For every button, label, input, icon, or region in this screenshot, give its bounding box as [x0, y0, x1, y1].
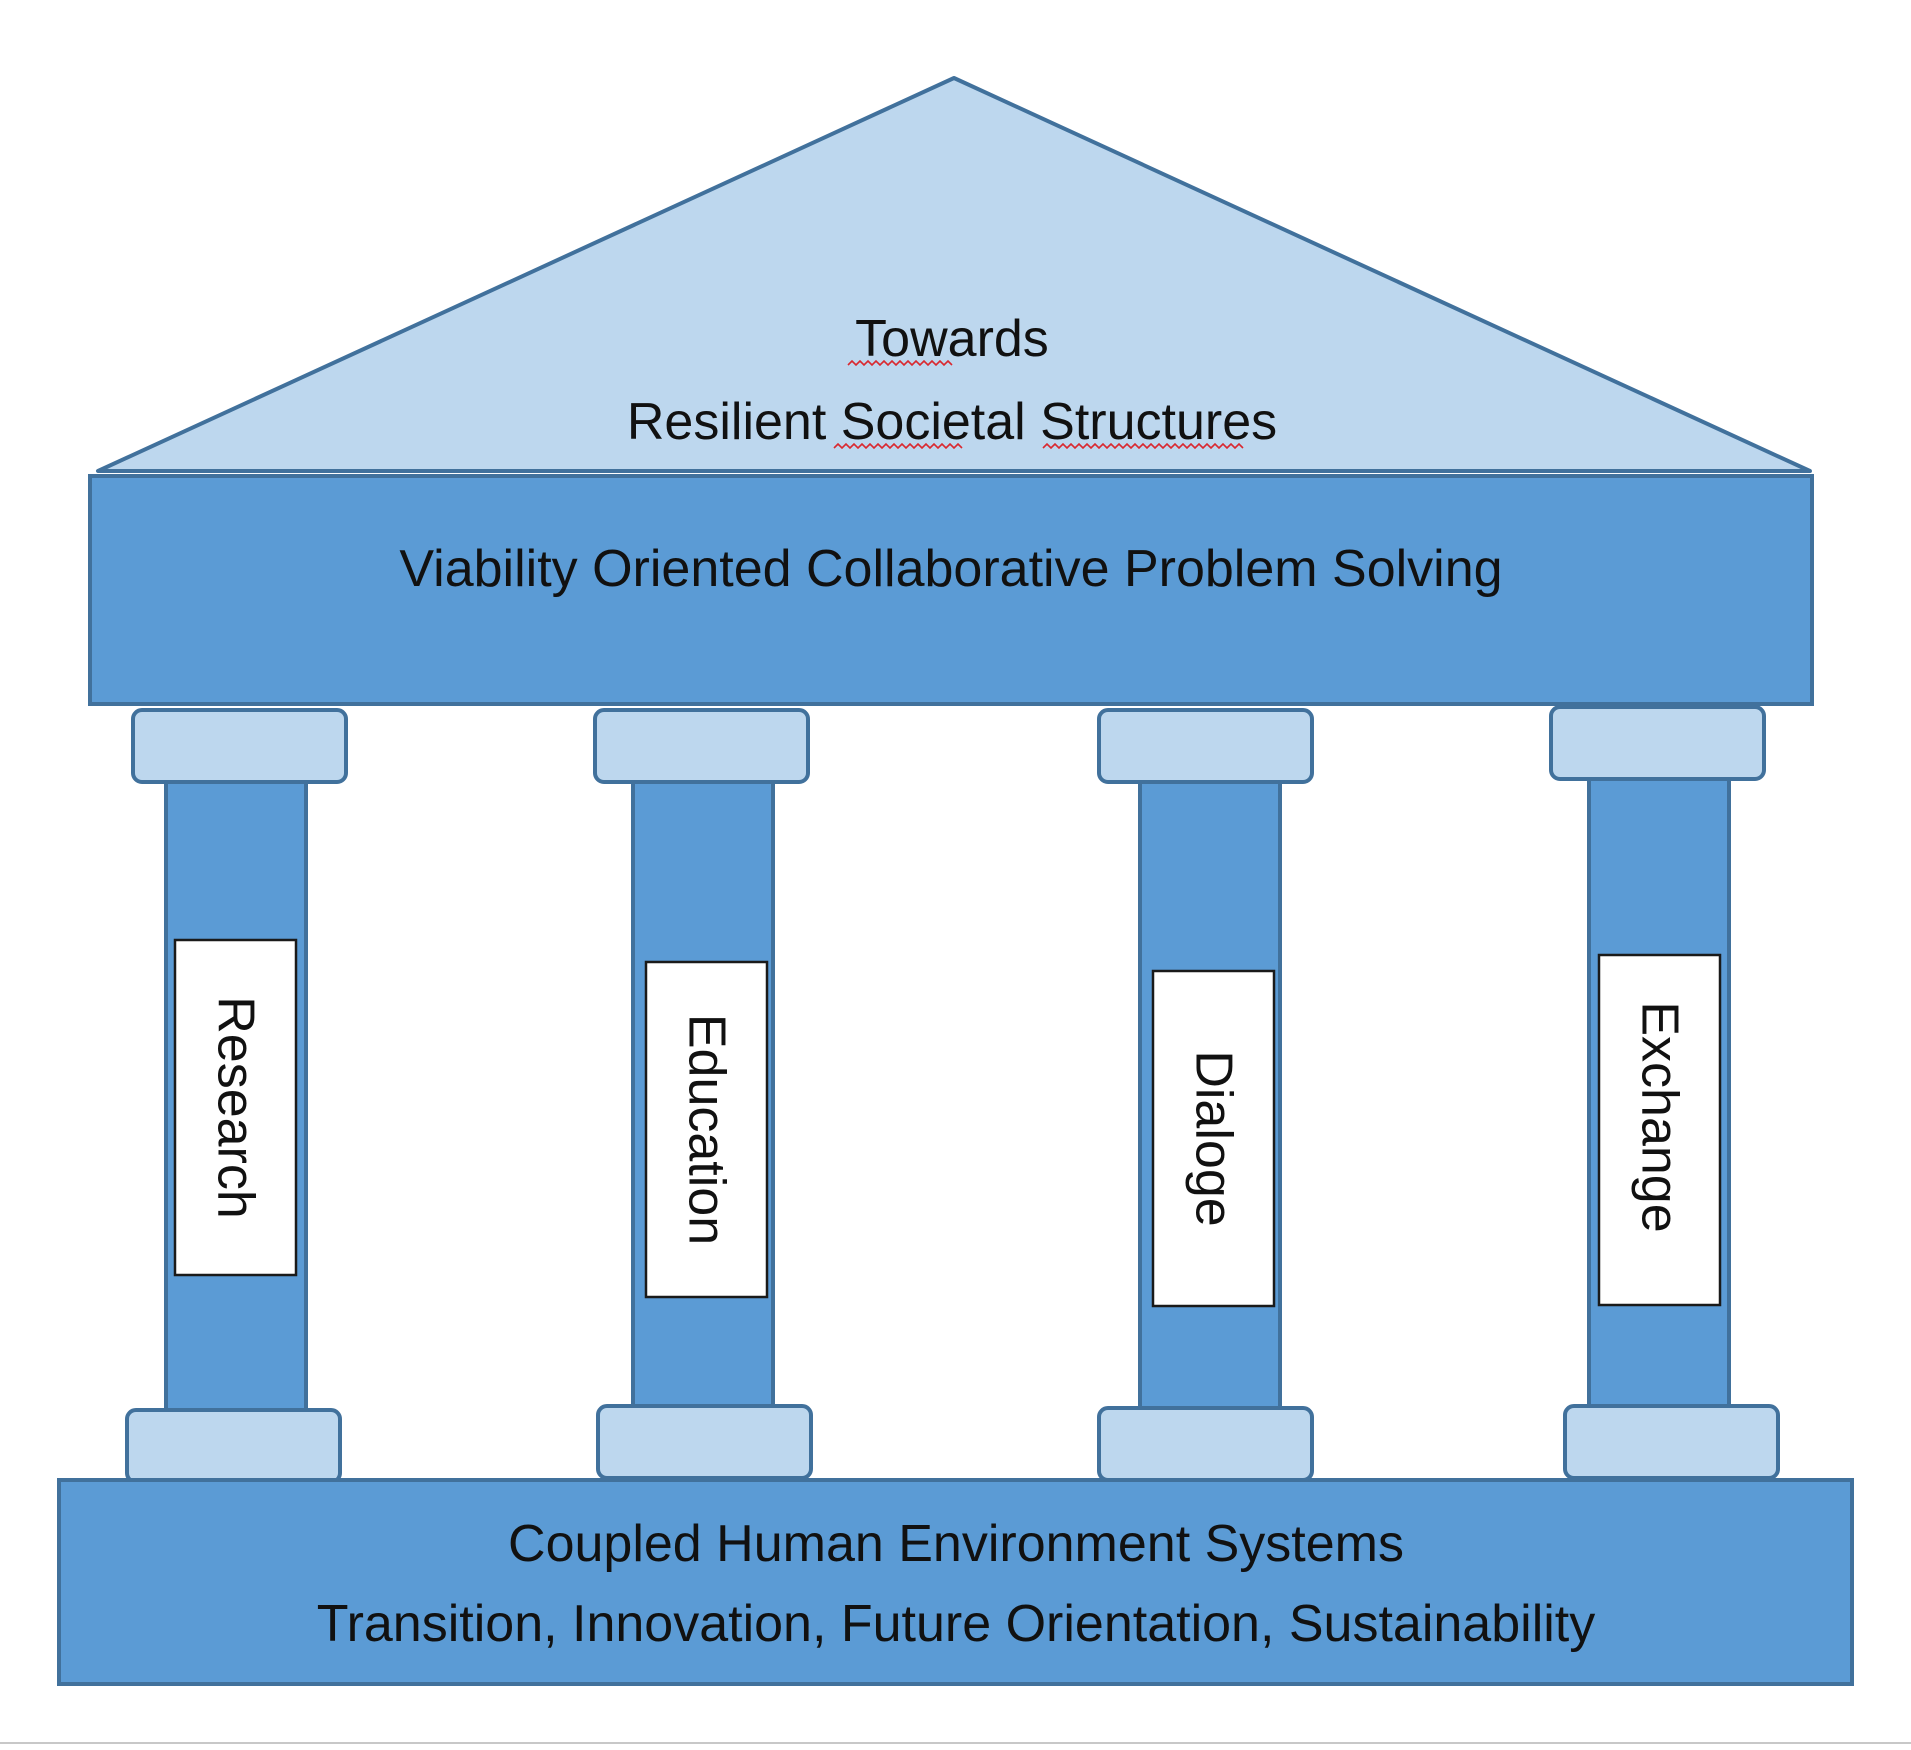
foundation — [57, 1478, 1854, 1686]
beam-label: Viability Oriented Collaborative Problem… — [399, 540, 1502, 598]
pillar-2-label: Education — [678, 1014, 736, 1245]
spellcheck-underline-structures — [1042, 442, 1244, 450]
pillar-1-capital — [131, 708, 348, 784]
foundation-line1: Coupled Human Environment Systems — [508, 1515, 1404, 1573]
roof-title-line1: Towards — [855, 310, 1049, 368]
pillar-2-label-box — [644, 960, 769, 1299]
pillar-1-base — [125, 1408, 342, 1484]
pillar-3-base — [1097, 1406, 1314, 1482]
spellcheck-underline-societal — [833, 442, 963, 450]
pillar-4-label: Exchange — [1631, 1001, 1689, 1232]
pillar-1-label: Research — [207, 996, 265, 1219]
pillar-3-label-box — [1151, 969, 1276, 1308]
pillar-2-capital — [593, 708, 810, 784]
pillar-2-base — [596, 1404, 813, 1480]
pillar-4-label-box — [1597, 953, 1722, 1307]
roof-triangle — [96, 76, 1812, 473]
pillar-3-label: Dialoge — [1185, 1050, 1243, 1226]
pillar-1-label-box — [173, 938, 298, 1277]
pillar-4-base — [1563, 1404, 1780, 1480]
foundation-line2: Transition, Innovation, Future Orientati… — [317, 1595, 1596, 1653]
pillar-3-capital — [1097, 708, 1314, 784]
spellcheck-underline-towards — [847, 359, 953, 367]
roof-title-line2: Resilient Societal Structures — [627, 393, 1277, 451]
beam — [88, 474, 1814, 706]
pillar-4-capital — [1549, 705, 1766, 781]
